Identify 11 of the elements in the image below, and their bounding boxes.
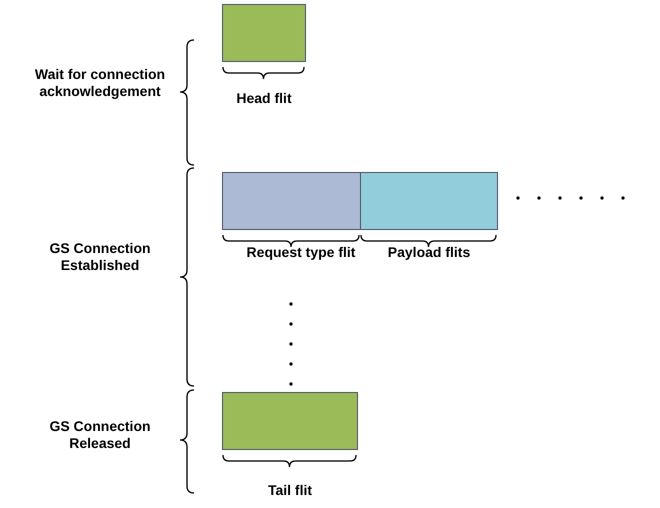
phase-label: GS Connection Established [48, 240, 152, 274]
flit-box [360, 172, 498, 230]
phase-label: GS Connection Released [48, 418, 152, 452]
phase-label: Wait for connection acknowledgement [34, 66, 166, 100]
flit-label: Tail flit [266, 482, 314, 499]
flit-label: Payload flits [386, 244, 472, 261]
flit-label: Head flit [235, 90, 293, 107]
flit-box [222, 172, 361, 230]
flit-box [222, 4, 306, 62]
flit-box [222, 392, 358, 450]
flit-label: Request type flit [246, 244, 356, 261]
